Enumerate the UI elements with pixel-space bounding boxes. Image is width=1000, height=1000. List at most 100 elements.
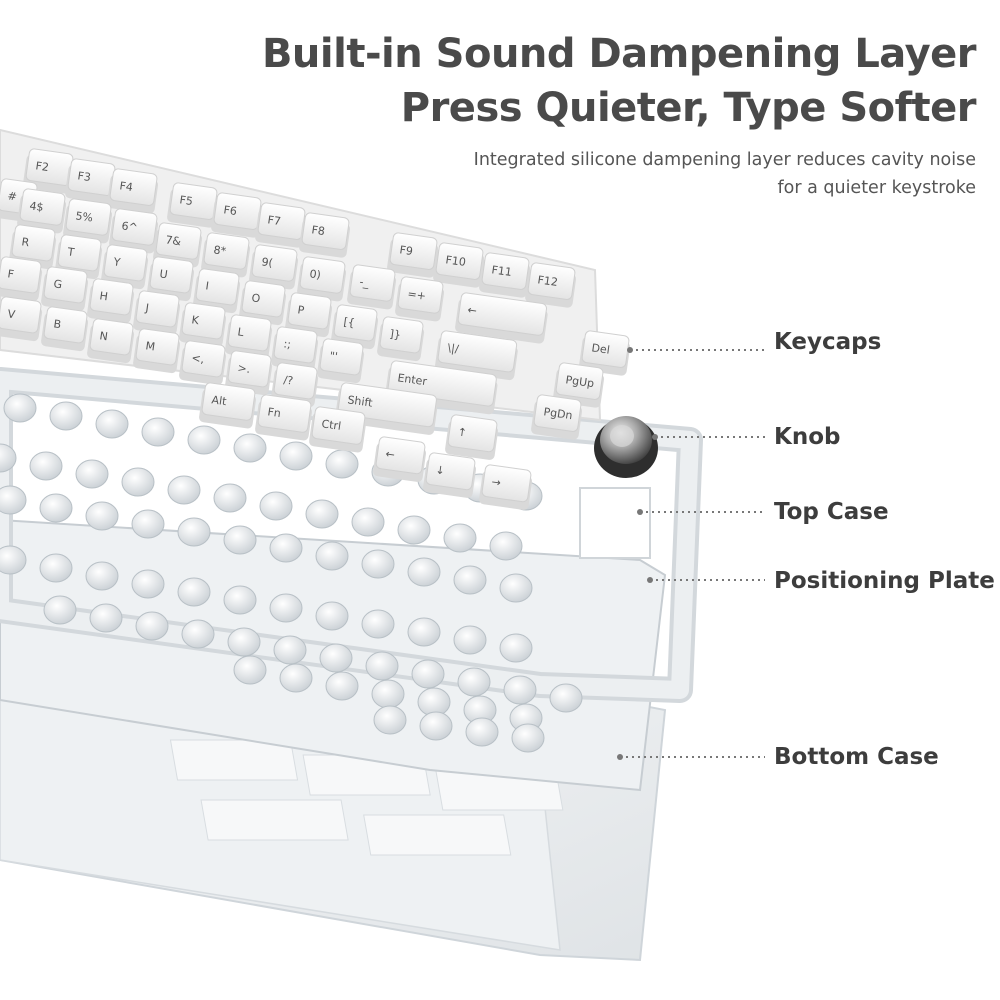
keycap-legend: -_ xyxy=(359,275,371,289)
keycap-legend: ↓ xyxy=(435,463,446,477)
keycap-legend: T xyxy=(66,245,76,259)
keycap-legend: 4$ xyxy=(29,199,45,214)
switch xyxy=(39,553,73,583)
switch xyxy=(407,557,441,587)
keycap-legend: L xyxy=(237,325,246,339)
keycap-arrow-left: ← xyxy=(373,436,427,482)
switch xyxy=(223,525,257,555)
keycap-arrow-up: ↑ xyxy=(445,414,499,460)
keycap-legend: ← xyxy=(467,303,478,317)
switch xyxy=(315,541,349,571)
switch xyxy=(135,611,169,641)
switch xyxy=(453,625,487,655)
keycap-minus: -_ xyxy=(347,264,397,310)
keycap-eight: 8* xyxy=(201,232,251,278)
top-case-dot xyxy=(637,509,643,515)
switch xyxy=(95,409,129,439)
keycap-quote: "' xyxy=(317,338,365,384)
keycap-legend: Enter xyxy=(397,371,429,388)
keycap-legend: 0) xyxy=(309,267,322,281)
headline-line-2: Press Quieter, Type Softer xyxy=(400,85,977,131)
keycap-enter: Enter xyxy=(385,360,498,415)
knob-dot xyxy=(652,434,658,440)
switch xyxy=(319,643,353,673)
keycap-zero: 0) xyxy=(297,256,347,302)
switch xyxy=(361,549,395,579)
keycap-legend: F10 xyxy=(445,253,467,269)
keycap-legend: F2 xyxy=(35,159,50,174)
switch xyxy=(227,627,261,657)
switch xyxy=(457,667,491,697)
keycap-legend: F4 xyxy=(119,179,134,194)
switch xyxy=(89,603,123,633)
keycap-nine: 9( xyxy=(249,244,299,290)
keycap-legend: F11 xyxy=(491,263,513,279)
keycap-u: U xyxy=(147,256,195,302)
keycap-ctrl: Ctrl xyxy=(309,406,366,453)
switch xyxy=(167,475,201,505)
switch xyxy=(511,723,545,753)
switch xyxy=(121,467,155,497)
keycap-legend: Ctrl xyxy=(321,417,342,433)
keycap-legend: M xyxy=(145,339,156,353)
keycap-legend: # xyxy=(7,189,18,203)
keycap-comma: <, xyxy=(179,340,227,386)
keycap-legend: I xyxy=(205,279,210,292)
keycap-legend: F5 xyxy=(179,193,194,208)
callout-keycaps: Keycaps xyxy=(774,329,882,355)
keycap-legend: 6^ xyxy=(121,219,139,234)
keycap-semicolon: :; xyxy=(271,326,319,372)
keycap-f8: F8 xyxy=(299,212,351,258)
keycap-arrow-right: → xyxy=(479,464,533,510)
callout-bottom-case: Bottom Case xyxy=(774,744,939,770)
switch xyxy=(141,417,175,447)
switch xyxy=(351,507,385,537)
switch xyxy=(269,593,303,623)
switch xyxy=(453,565,487,595)
callout-positioning-plate: Positioning Plate xyxy=(774,568,995,594)
switch xyxy=(549,683,583,713)
switch xyxy=(503,675,537,705)
keycap-four: 4$ xyxy=(17,188,67,234)
switch xyxy=(39,493,73,523)
switch xyxy=(233,655,267,685)
keycap-alt: Alt xyxy=(199,382,256,429)
keycap-pgdn: PgDn xyxy=(531,394,583,440)
description-line-2: for a quieter keystroke xyxy=(777,178,976,198)
switch xyxy=(305,499,339,529)
switch xyxy=(273,635,307,665)
switch xyxy=(3,393,37,423)
keycap-j: J xyxy=(133,290,181,336)
headline-line-1: Built-in Sound Dampening Layer xyxy=(261,31,977,77)
switch xyxy=(0,485,27,515)
keycap-legend: /? xyxy=(283,373,294,387)
switch xyxy=(411,659,445,689)
switch xyxy=(187,425,221,455)
keycap-l: L xyxy=(225,314,273,360)
keycap-legend: N xyxy=(99,329,109,343)
switch xyxy=(373,705,407,735)
keycap-legend: =+ xyxy=(407,287,427,302)
keycap-legend: F9 xyxy=(399,243,414,258)
switch xyxy=(75,459,109,489)
keycap-fn: Fn xyxy=(255,394,312,441)
keycap-k: K xyxy=(179,302,227,348)
keycap-legend: 7& xyxy=(165,233,183,248)
keycap-f7: F7 xyxy=(255,202,307,248)
keycap-f4: F4 xyxy=(107,168,159,214)
keycap-equals: =+ xyxy=(395,276,445,322)
switch xyxy=(131,509,165,539)
keycap-legend: K xyxy=(191,313,201,327)
switch xyxy=(49,401,83,431)
keycaps-layer: F2F3F4F5F6F7F8F9F10F11F12#4$5%6^7&8*9(0)… xyxy=(0,128,631,510)
keycap-backspace: ← xyxy=(455,292,548,344)
switch xyxy=(85,501,119,531)
switch xyxy=(499,573,533,603)
keycap-five: 5% xyxy=(63,198,113,244)
keycap-legend: "' xyxy=(329,349,339,363)
keycap-legend: 8* xyxy=(213,243,228,258)
switch xyxy=(325,671,359,701)
switch xyxy=(365,651,399,681)
keycap-f11: F11 xyxy=(479,252,531,298)
